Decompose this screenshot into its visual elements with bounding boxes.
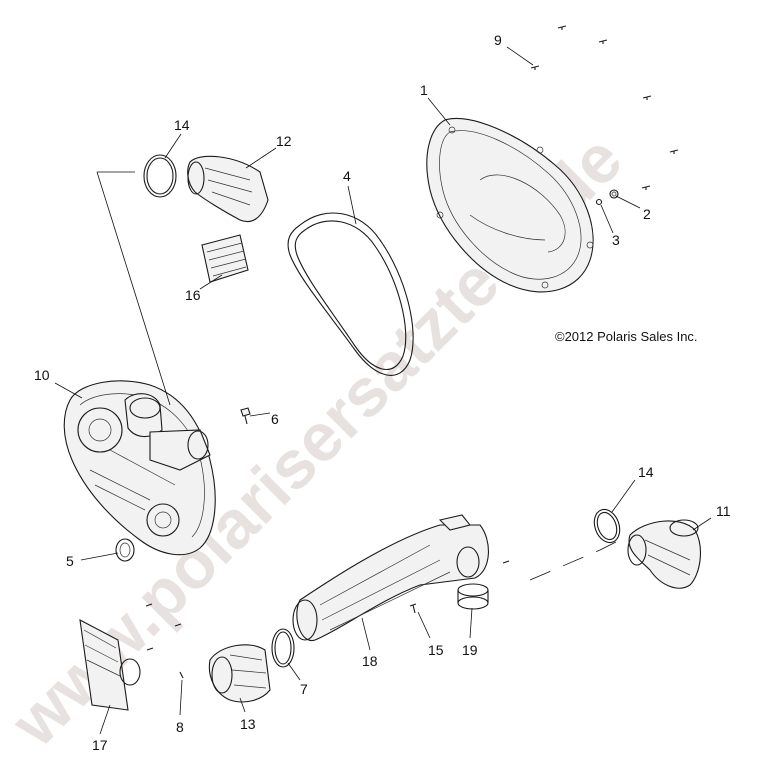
callout-1: 1 — [420, 82, 428, 98]
part-15-screw — [409, 560, 510, 614]
part-8-screws — [145, 603, 184, 679]
callout-9: 9 — [494, 32, 502, 48]
part-14-clamp-upper — [143, 154, 177, 198]
callout-8: 8 — [176, 719, 184, 735]
callout-14-upper: 14 — [174, 117, 190, 133]
callout-18: 18 — [362, 653, 378, 669]
callout-11: 11 — [716, 503, 731, 519]
part-6-bolt — [240, 407, 251, 425]
callout-6: 6 — [271, 411, 279, 427]
callout-2: 2 — [643, 206, 651, 222]
callout-19: 19 — [462, 642, 478, 658]
callout-7: 7 — [300, 681, 308, 697]
copyright-notice: ©2012 Polaris Sales Inc. — [555, 329, 698, 344]
callout-4: 4 — [343, 168, 351, 184]
callout-13: 13 — [240, 716, 256, 732]
callout-5: 5 — [66, 553, 74, 569]
part-10-inner-clutch-cover — [63, 380, 216, 556]
part-11-elbow-duct — [627, 519, 701, 589]
part-13-coupler — [208, 644, 271, 703]
part-12-intake-duct — [187, 155, 269, 223]
part-19-band — [457, 583, 489, 610]
part-5-seal — [115, 538, 135, 562]
callout-leaders — [54, 46, 712, 735]
part-18-exhaust-duct — [292, 514, 489, 641]
part-14-clamp-lower — [593, 508, 621, 544]
callout-10: 10 — [34, 367, 50, 383]
callout-12: 12 — [276, 133, 292, 149]
callout-15: 15 — [428, 642, 444, 658]
part-17-air-box — [79, 619, 141, 711]
callout-numbers: 1 2 3 4 5 6 7 8 9 10 11 12 13 14 14 15 1… — [34, 32, 731, 753]
part-9-screws — [530, 25, 679, 190]
callout-16: 16 — [185, 287, 201, 303]
part-4-drive-belt — [287, 212, 414, 376]
callout-14-lower: 14 — [638, 464, 654, 480]
callout-17: 17 — [92, 737, 108, 753]
part-3-o-ring — [595, 198, 603, 206]
callout-3: 3 — [612, 232, 620, 248]
part-16-filter-screen — [201, 234, 249, 283]
part-7-clamp — [271, 628, 295, 668]
part-1-outer-clutch-cover — [426, 117, 594, 293]
